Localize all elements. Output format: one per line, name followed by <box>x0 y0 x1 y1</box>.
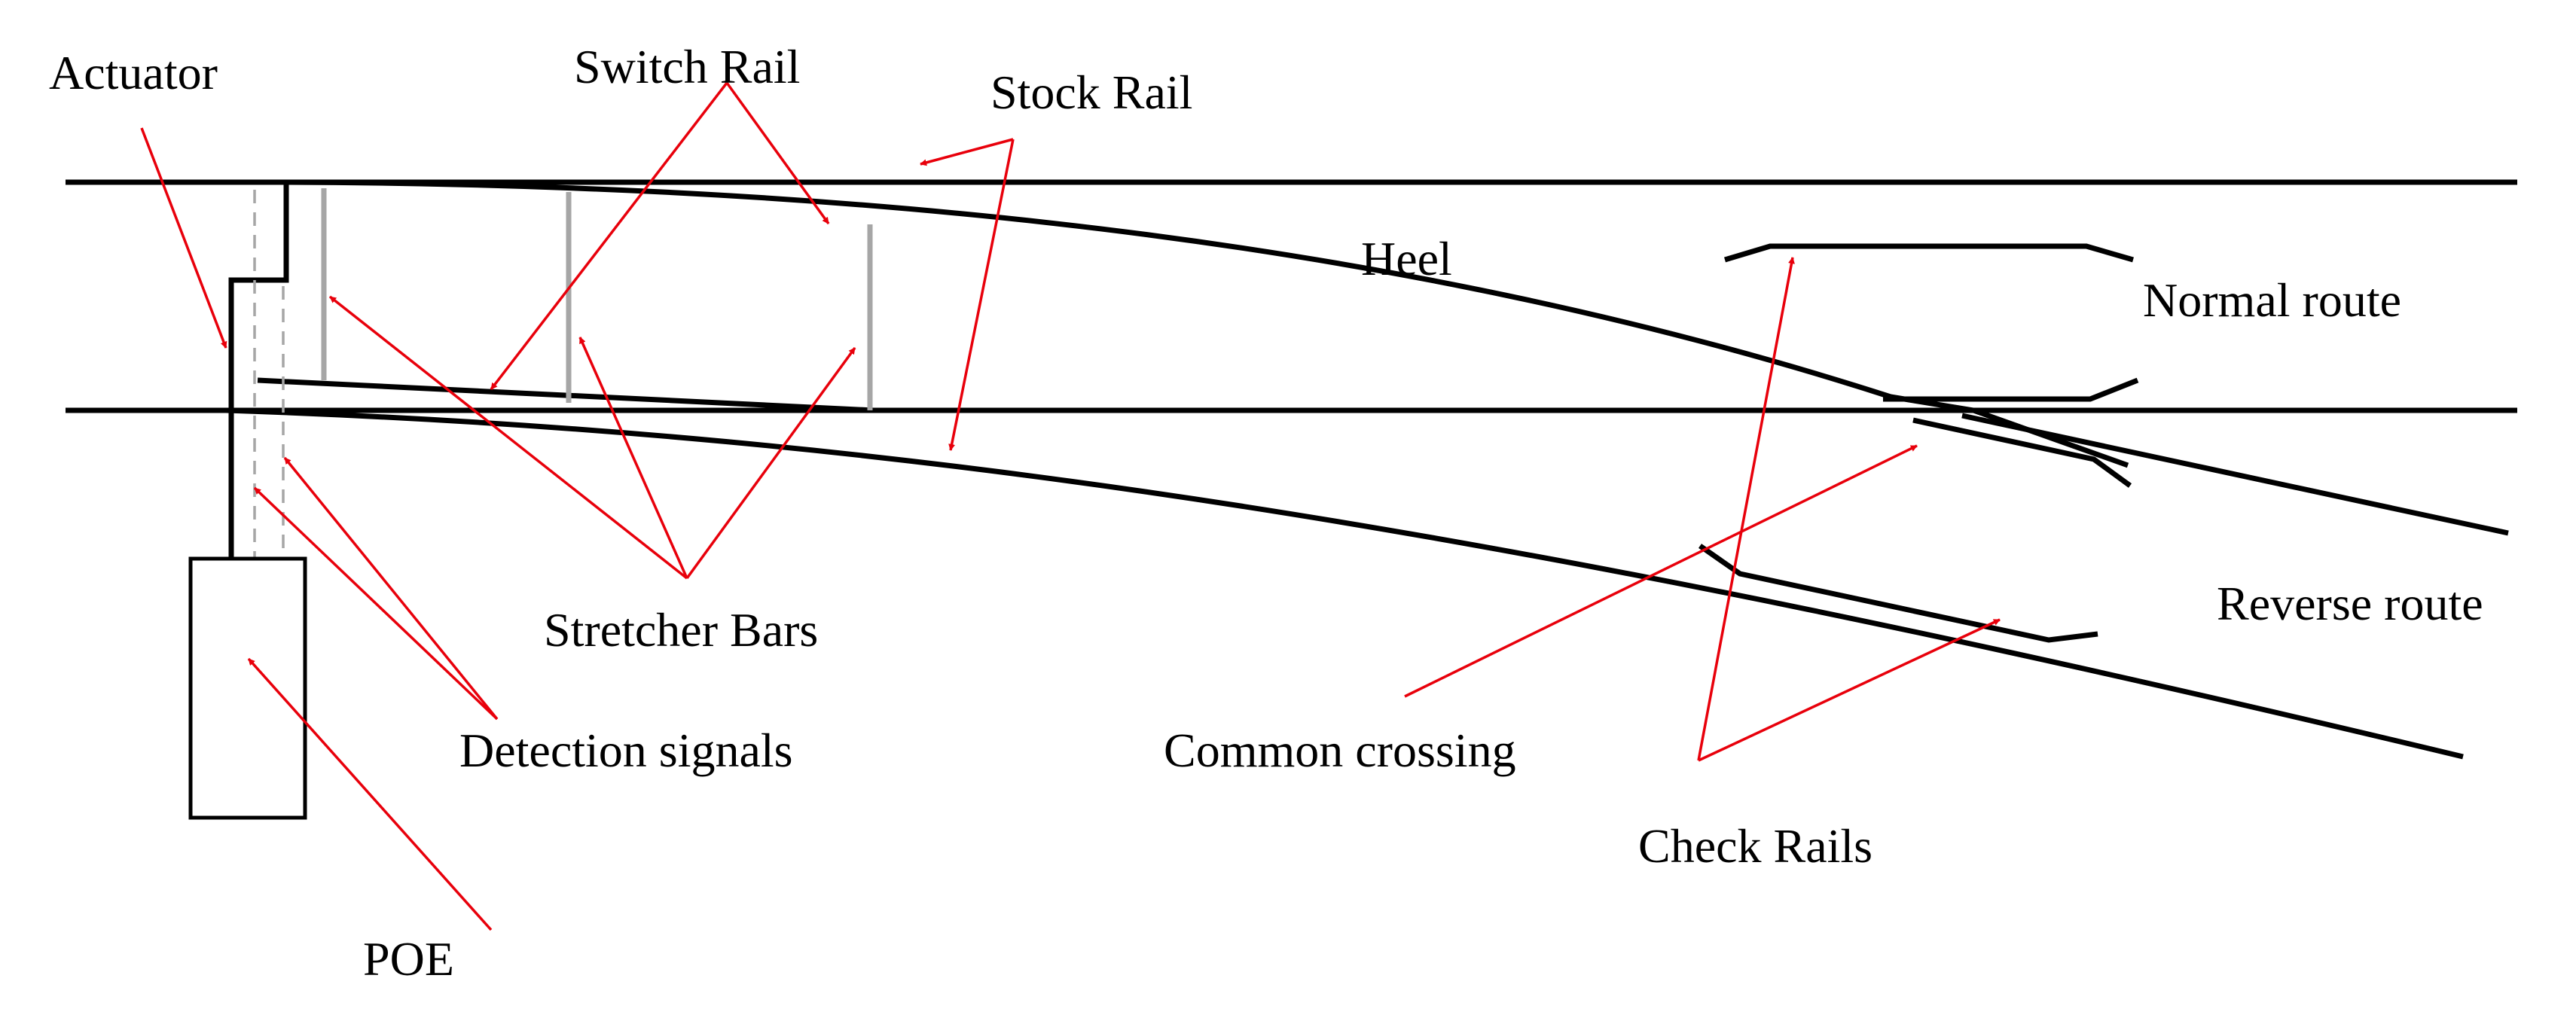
leader-stretcher-bars-1 <box>328 295 688 580</box>
crossing-wing-rail <box>1883 377 2139 402</box>
leader-switch-rail-2 <box>490 81 728 391</box>
leader-common-crossing <box>1404 444 1918 698</box>
label-heel: Heel <box>1361 232 1452 285</box>
label-reverse-route: Reverse route <box>2217 577 2483 630</box>
label-switch-rail: Switch Rail <box>574 40 800 93</box>
leader-stock-rail-2 <box>948 139 1015 451</box>
leader-stock-rail-1 <box>920 138 1014 166</box>
leader-detection-signals-2 <box>283 456 499 721</box>
annotation-leaders <box>140 81 2001 931</box>
label-stretcher-bars: Stretcher Bars <box>544 603 818 657</box>
leader-stretcher-bars-3 <box>685 346 856 580</box>
label-normal-route: Normal route <box>2143 273 2401 327</box>
leader-actuator <box>140 127 227 349</box>
poe-box <box>188 556 307 820</box>
label-stock-rail: Stock Rail <box>990 66 1192 119</box>
annotation-labels: Actuator Switch Rail Stock Rail Heel Nor… <box>49 40 2483 986</box>
label-detection-signals: Detection signals <box>459 724 793 777</box>
crossing-wing-rail-lower <box>1912 417 2132 488</box>
label-common-crossing: Common crossing <box>1164 724 1516 777</box>
actuator-rod <box>228 182 289 557</box>
diverging-stock-rail <box>225 407 2464 760</box>
leader-poe <box>247 657 493 931</box>
leader-switch-rail-1 <box>725 81 830 225</box>
closure-rail-upper <box>1890 394 2129 468</box>
leader-detection-signals-1 <box>253 486 499 721</box>
label-actuator: Actuator <box>49 46 218 99</box>
check-rail-bottom <box>1698 544 2098 643</box>
switch-rail-upper <box>285 179 1892 400</box>
switch-rail-lower <box>257 377 874 413</box>
label-check-rails: Check Rails <box>1638 819 1872 873</box>
leader-stretcher-bars-2 <box>578 337 688 579</box>
label-poe: POE <box>363 932 454 986</box>
check-rail-top <box>1723 243 2134 263</box>
crossing-nose-rail <box>1961 413 2509 536</box>
leader-check-rails-1 <box>1697 257 1795 761</box>
leader-check-rails-2 <box>1698 618 2001 762</box>
